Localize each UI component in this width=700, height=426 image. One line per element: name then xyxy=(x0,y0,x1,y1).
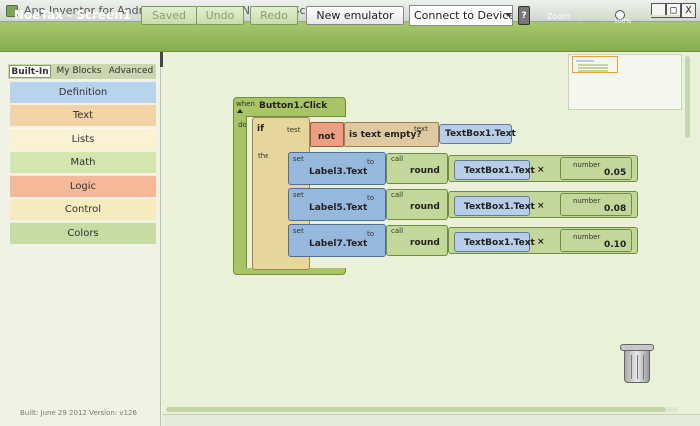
set-target-label3: Label3.Text xyxy=(309,167,368,177)
textbox1-text-label: TextBox1.Text xyxy=(445,129,516,139)
zoom-tick xyxy=(600,18,601,21)
number-label: number xyxy=(573,197,601,205)
textbox1-text-getter[interactable] xyxy=(454,232,530,252)
number-value[interactable]: 0.05 xyxy=(604,168,627,178)
number-block[interactable] xyxy=(560,229,632,252)
zoom-tick xyxy=(679,18,680,21)
set-target-label5: Label5.Text xyxy=(309,203,368,213)
text-arg-label: text xyxy=(414,125,428,133)
number-label: number xyxy=(573,233,601,241)
number-label: number xyxy=(573,161,601,169)
times-operator: × xyxy=(537,165,545,175)
number-value[interactable]: 0.10 xyxy=(604,240,627,250)
set-label: set xyxy=(293,191,304,199)
set-label: set xyxy=(293,227,304,235)
times-operator: × xyxy=(537,237,545,247)
set-label3-text-block[interactable] xyxy=(288,152,386,185)
times-operator: × xyxy=(537,201,545,211)
maximize-button[interactable]: □ xyxy=(666,3,681,18)
drawer-definition[interactable]: Definition xyxy=(10,81,156,103)
round-call-block[interactable] xyxy=(386,225,448,256)
saved-button[interactable]: Saved xyxy=(141,6,197,25)
trash-rib xyxy=(637,355,638,379)
not-block[interactable] xyxy=(310,122,344,147)
tab-advanced[interactable]: Advanced xyxy=(108,66,154,76)
zoom-tick xyxy=(660,18,661,21)
to-label: to xyxy=(367,230,375,238)
not-label: not xyxy=(318,132,335,142)
drawer-text[interactable]: Text xyxy=(10,104,156,126)
set-label5-text-block[interactable] xyxy=(288,188,386,221)
call-label: call xyxy=(391,227,404,235)
new-emulator-button[interactable]: New emulator xyxy=(306,6,404,25)
textbox1-text-getter[interactable] xyxy=(439,124,512,144)
minimap-block xyxy=(576,60,594,62)
round-label: round xyxy=(410,202,440,212)
round-call-block[interactable] xyxy=(386,189,448,220)
round-label: round xyxy=(410,166,440,176)
zoom-slider[interactable] xyxy=(578,15,680,17)
tab-my-blocks[interactable]: My Blocks xyxy=(56,66,102,76)
minimap-block xyxy=(578,67,608,69)
textbox1-text-label: TextBox1.Text xyxy=(464,166,535,176)
app-icon xyxy=(6,5,18,17)
textbox1-text-getter[interactable] xyxy=(454,196,530,216)
phone-icon[interactable]: ? xyxy=(518,6,530,25)
minimap-viewport[interactable] xyxy=(572,56,618,73)
trash-rib xyxy=(631,355,632,379)
horizontal-scrollbar[interactable] xyxy=(166,407,666,412)
set-label: set xyxy=(293,155,304,163)
when-label: when xyxy=(236,100,255,108)
drawer-colors[interactable]: Colors xyxy=(10,222,156,244)
build-info: Built: June 29 2012 Version: v126 xyxy=(20,409,137,417)
drawer-control[interactable]: Control xyxy=(10,198,156,220)
if-label: if xyxy=(257,124,265,134)
textbox1-text-label: TextBox1.Text xyxy=(464,202,535,212)
zoom-slider-handle[interactable] xyxy=(615,10,625,20)
panel-resize-handle[interactable] xyxy=(160,52,163,67)
undo-button[interactable]: Undo xyxy=(196,6,244,25)
connect-device-dropdown[interactable]: Connect to Device... xyxy=(409,5,513,26)
trash-rib xyxy=(643,355,644,379)
redo-button[interactable]: Redo xyxy=(250,6,298,25)
drawer-logic[interactable]: Logic xyxy=(10,175,156,197)
project-title: NoeTax - Screen1 xyxy=(14,8,132,22)
chevron-down-icon[interactable] xyxy=(505,13,511,17)
is-text-empty-block[interactable] xyxy=(344,122,439,147)
status-strip xyxy=(162,414,700,426)
call-label: call xyxy=(391,155,404,163)
minimap-block xyxy=(578,64,608,66)
zoom-tick xyxy=(580,18,581,21)
minimap-block xyxy=(578,70,608,72)
to-label: to xyxy=(367,194,375,202)
tab-built-in[interactable]: Built-In xyxy=(9,65,51,78)
set-label7-text-block[interactable] xyxy=(288,224,386,257)
drawer-math[interactable]: Math xyxy=(10,151,156,173)
is-text-empty-label: is text empty? xyxy=(349,130,422,140)
textbox1-text-label: TextBox1.Text xyxy=(464,238,535,248)
do-label: do xyxy=(238,121,247,129)
test-label: test xyxy=(287,126,301,134)
collapse-triangle-icon[interactable] xyxy=(237,109,243,113)
to-label: to xyxy=(367,158,375,166)
round-label: round xyxy=(410,238,440,248)
set-target-label7: Label7.Text xyxy=(309,239,368,249)
event-name: Button1.Click xyxy=(259,101,328,111)
number-value[interactable]: 0.08 xyxy=(604,204,627,214)
number-block[interactable] xyxy=(560,157,632,180)
vertical-scrollbar[interactable] xyxy=(685,56,690,138)
workspace-minimap[interactable] xyxy=(568,54,682,110)
zoom-tick xyxy=(640,18,641,21)
zoom-value: 100% xyxy=(614,18,632,25)
drawer-lists[interactable]: Lists xyxy=(10,128,156,150)
minimize-button[interactable]: _ xyxy=(651,3,666,18)
toolbar xyxy=(0,22,700,52)
then-do-slot xyxy=(268,150,288,265)
close-button[interactable]: X xyxy=(681,3,696,18)
textbox1-text-getter[interactable] xyxy=(454,160,530,180)
number-block[interactable] xyxy=(560,193,632,216)
zoom-label: Zoom xyxy=(547,12,571,21)
call-label: call xyxy=(391,191,404,199)
round-call-block[interactable] xyxy=(386,153,448,184)
